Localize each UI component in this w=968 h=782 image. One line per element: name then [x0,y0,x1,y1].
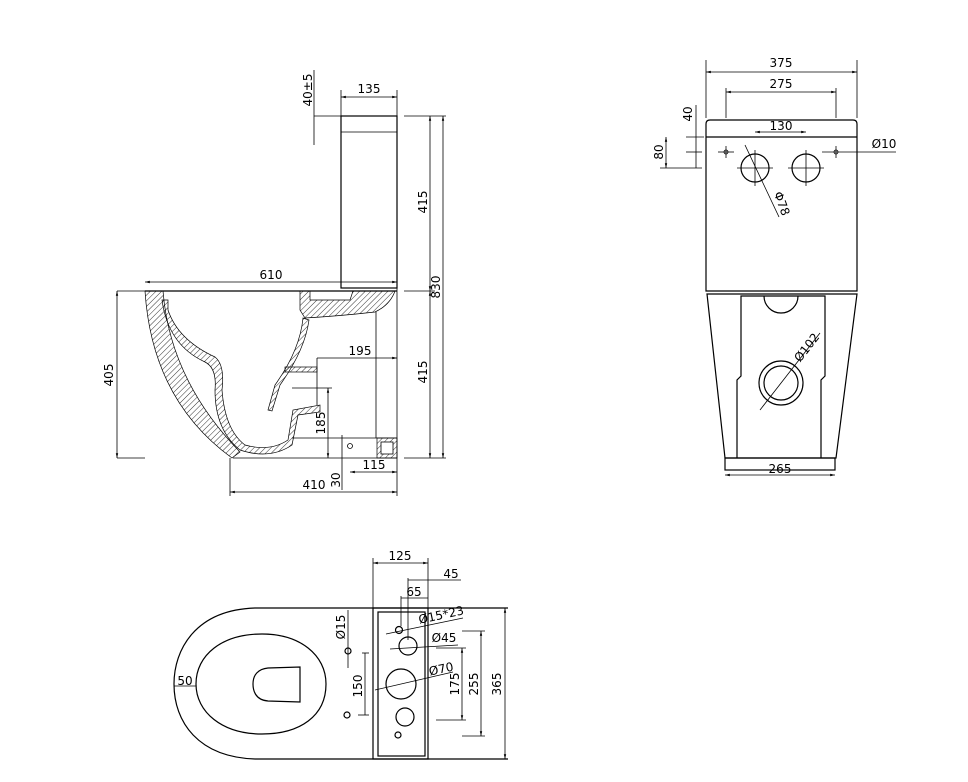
dim-overall-height: 830 [429,276,443,299]
cistern-front [705,119,858,292]
dim-175: 175 [448,673,462,696]
inlet-spigot [284,366,318,373]
dim-fix-spacing: 150 [351,675,365,698]
dim-tank-width: 375 [770,56,793,70]
dim-overall-length: 610 [260,268,283,282]
dim-tank-depth: 135 [358,82,381,96]
dim-fixing-span: 275 [770,77,793,91]
dim-offset-65: 65 [406,585,421,599]
dim-fix-height: 30 [329,472,343,487]
dim-hole-centres: 130 [770,119,793,133]
outlet-inner [763,365,799,401]
front-view: Φ78 Ø10 375 275 130 40 80 Ø102 265 [652,56,897,477]
dim-flush-valve: Ø70 [428,660,455,679]
dim-tank-height: 415 [416,191,430,214]
side-view: 40±5 135 610 405 415 415 830 195 185 30 … [102,70,446,496]
dim-rim: 50 [177,674,192,688]
dim-slot: Ø15*23 [417,603,465,626]
waterway-hole [252,666,301,703]
dim-fix-offset: 115 [363,458,386,472]
top-view: Ø15 150 50 125 45 65 Ø15*23 Ø45 Ø70 175 … [173,549,508,760]
slot-hole [394,625,404,635]
dim-button-hole: Φ78 [771,190,793,218]
rim-channel [299,290,396,319]
small-hole [394,731,402,739]
fixing-hole-icon [347,443,353,449]
dim-outlet: Ø102 [791,330,822,364]
cistern-top [372,607,429,760]
cistern-outline [340,115,398,289]
bowl-opening [195,633,327,735]
overflow-hole [395,707,415,727]
dim-fixing-left: Ø15 [334,615,348,640]
dim-base-width: 265 [769,462,792,476]
dim-outlet-height: 185 [314,412,328,435]
dim-fixing-hole: Ø10 [872,137,897,151]
dim-inlet-offset: 195 [349,344,372,358]
dim-255: 255 [467,673,481,696]
outlet-outer [758,360,804,406]
dim-tank-depth: 125 [389,549,412,563]
dim-pan-height-right: 415 [416,361,430,384]
flush-valve-hole [385,668,417,700]
dim-tank-lid: 40±5 [301,74,315,107]
seat-fixing-hole [343,711,351,719]
trap-weir [267,317,310,412]
pan-outline [173,607,508,760]
bowl-trapway [161,299,321,455]
dim-inlet: Ø45 [432,631,457,645]
pedestal-recess [736,295,826,458]
pedestal-front [706,293,858,459]
dim-lid-depth: 40 [681,106,695,121]
dim-offset-45: 45 [443,567,458,581]
dim-pan-height: 405 [102,364,116,387]
dim-overall-width: 365 [490,673,504,696]
bowl-outer-shell [144,290,241,459]
dim-base-length: 410 [303,478,326,492]
dim-hole-height: 80 [652,144,666,159]
